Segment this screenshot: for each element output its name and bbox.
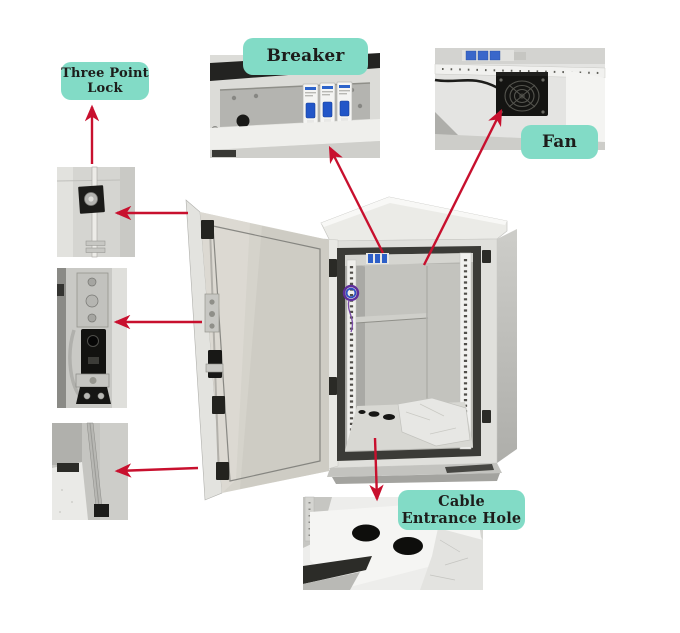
- arrow-to-fan-inset: [422, 108, 503, 266]
- door-lock-rod-assembly: [201, 220, 229, 480]
- rack-rail-right: [459, 252, 472, 450]
- cabinet-interior: [342, 252, 473, 452]
- cabinet-door: [185, 199, 329, 501]
- breaker-label: Breaker: [243, 38, 368, 75]
- callout-arrows: [84, 104, 503, 502]
- arrow-to-lock-detail-bottom: [114, 463, 199, 478]
- lock-detail-middle-inset: [57, 268, 127, 408]
- cable-coil: [342, 284, 360, 302]
- foil-packaging: [397, 397, 471, 447]
- cabinet-side-panel: [497, 229, 517, 463]
- interior-breakers: [368, 254, 373, 263]
- interior-shelf: [356, 313, 428, 323]
- cable-entrance-hole-label: Cable Entrance Hole: [398, 490, 525, 530]
- cooling-fan: [496, 72, 548, 116]
- three-point-lock-label: Three Point Lock: [61, 62, 149, 100]
- arrow-to-breaker-inset: [328, 145, 385, 254]
- floor-cable-hole: [368, 411, 380, 417]
- lock-detail-bottom-inset: [52, 422, 128, 520]
- arrow-to-cable-inset: [369, 437, 384, 502]
- circuit-breakers: [302, 81, 353, 125]
- fan-label: Fan: [521, 125, 598, 159]
- cable-entrance-hole: [352, 524, 380, 542]
- cabinet-illustration: [185, 196, 517, 501]
